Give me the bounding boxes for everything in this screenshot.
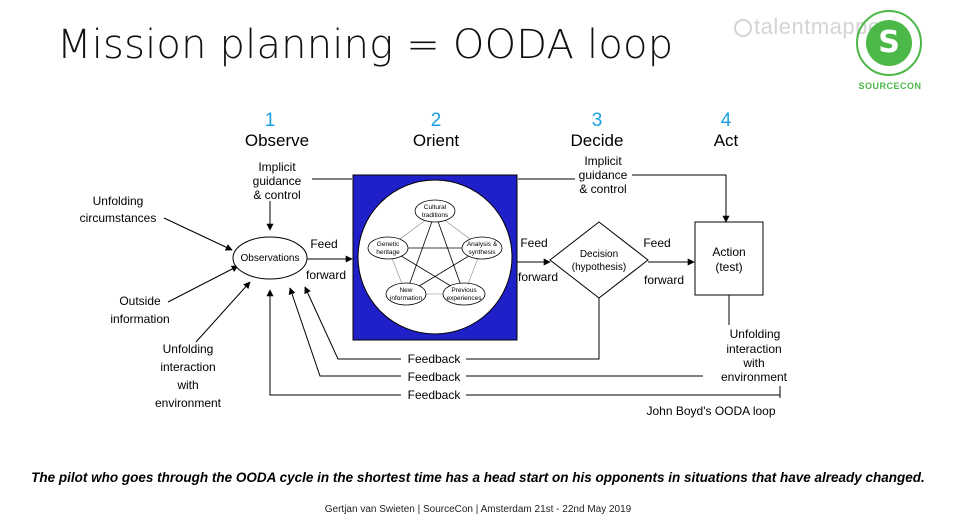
interaction-right-3: with <box>742 356 764 370</box>
decision-2: (hypothesis) <box>572 262 626 273</box>
interaction-left-4: environment <box>155 396 222 410</box>
forward-label-3: forward <box>644 273 684 287</box>
new-1: New <box>399 287 412 294</box>
pilot-quote: The pilot who goes through the OODA cycl… <box>31 470 925 485</box>
implicit-decide-3: & control <box>579 182 626 196</box>
feed-label-1: Feed <box>310 237 337 251</box>
feedback-environment: Feedback <box>408 388 462 402</box>
forward-label-1: forward <box>306 268 346 282</box>
node-cultural <box>414 199 456 223</box>
outside-info-2: information <box>110 312 169 326</box>
interaction-left-3: with <box>176 378 198 392</box>
phase-4-number: 4 <box>721 110 732 131</box>
forward-label-2: forward <box>518 270 558 284</box>
phase-1-label: Observe <box>245 131 309 150</box>
interaction-left-1: Unfolding <box>163 342 214 356</box>
implicit-observe-1: Implicit <box>258 160 296 174</box>
observations-label: Observations <box>241 253 300 264</box>
genetic-1: Genetic <box>377 241 400 248</box>
interaction-right-1: Unfolding <box>730 327 781 341</box>
decision-node <box>549 221 649 299</box>
node-genetic <box>367 236 409 260</box>
feedback-decide: Feedback <box>408 352 462 366</box>
action-1: Action <box>712 245 745 259</box>
observations-node <box>232 236 308 280</box>
slide-title: Mission planning = OODA loop <box>57 22 674 68</box>
phase-3-number: 3 <box>592 110 603 131</box>
logo-name: SOURCECON <box>858 81 922 91</box>
implicit-decide-1: Implicit <box>584 154 622 168</box>
previous-1: Previous <box>451 287 477 294</box>
phase-3-label: Decide <box>571 131 624 150</box>
phase-1-number: 1 <box>265 110 276 131</box>
feed-label-2: Feed <box>520 236 547 250</box>
new-2: information <box>390 295 423 302</box>
phase-4-label: Act <box>714 131 739 150</box>
unfolding-circ-1: Unfolding <box>93 194 144 208</box>
node-analysis <box>461 236 503 260</box>
implicit-observe-3: & control <box>253 188 300 202</box>
logo-ring <box>856 10 922 76</box>
implicit-observe-2: guidance <box>253 174 302 188</box>
action-2: (test) <box>715 260 742 274</box>
node-new-info <box>385 282 427 306</box>
sourcecon-logo: S SOURCECON <box>850 10 930 100</box>
interaction-right-4: environment <box>721 370 788 384</box>
action-node <box>694 221 764 296</box>
implicit-decide-2: guidance <box>579 168 628 182</box>
analysis-1: Analysis & <box>467 241 498 248</box>
unfolding-circ-2: circumstances <box>80 211 157 225</box>
phase-2-label: Orient <box>413 131 460 150</box>
cultural-2: traditions <box>422 212 449 219</box>
cultural-1: Cultural <box>424 204 447 211</box>
phase-2-number: 2 <box>431 110 442 131</box>
logo-letter: S <box>866 20 912 66</box>
feed-label-3: Feed <box>643 236 670 250</box>
decision-1: Decision <box>580 249 618 260</box>
footer-credit: Gertjan van Swieten | SourceCon | Amster… <box>324 504 632 515</box>
previous-2: experiences <box>446 295 482 302</box>
interaction-left-2: interaction <box>160 360 215 374</box>
genetic-2: heritage <box>376 249 400 256</box>
feedback-act: Feedback <box>408 370 462 384</box>
outside-info-1: Outside <box>119 294 161 308</box>
diagram-caption: John Boyd's OODA loop <box>646 404 775 418</box>
watermark-icon <box>734 19 752 38</box>
analysis-2: synthesis <box>468 249 496 256</box>
node-previous <box>442 282 486 306</box>
interaction-right-2: interaction <box>726 342 781 356</box>
